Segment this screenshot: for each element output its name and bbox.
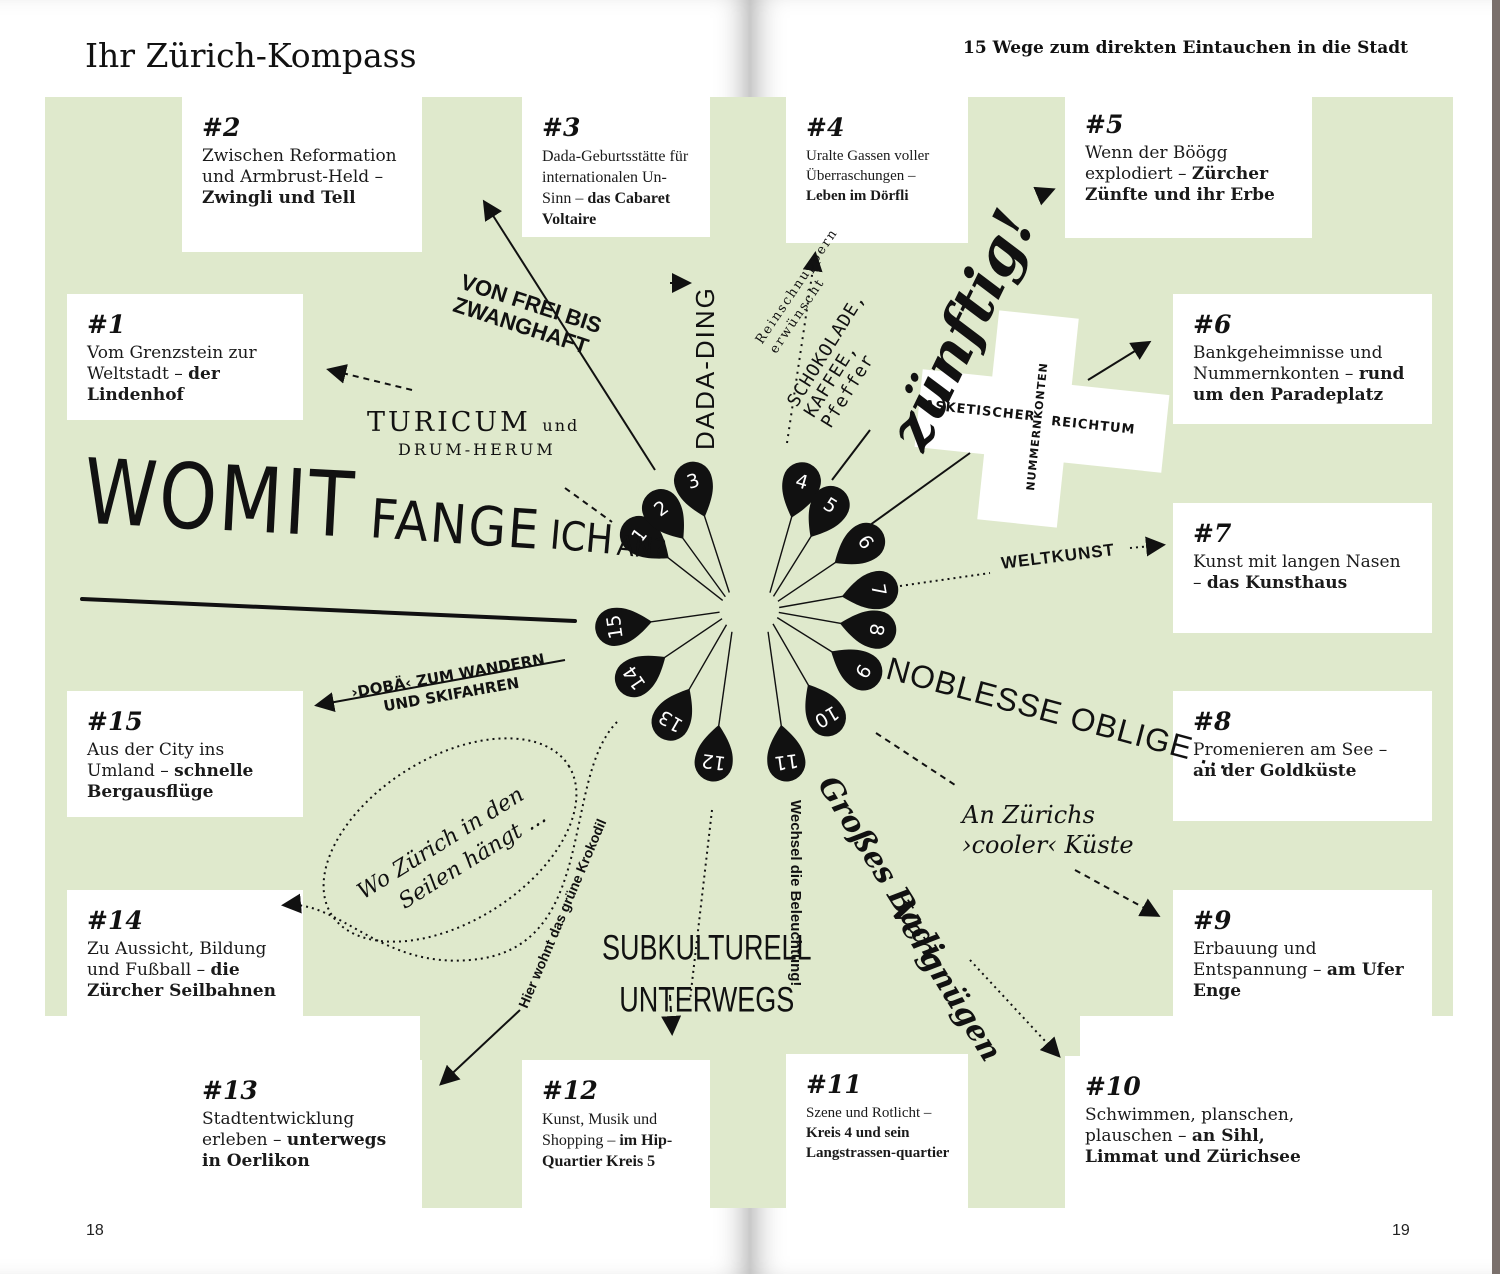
pin-13: 13	[651, 688, 693, 741]
pin-spoke	[716, 631, 733, 739]
pin-10: 10	[805, 684, 846, 737]
label-dada-ding: DADA-DING	[690, 286, 720, 450]
page-number-left: 18	[86, 1222, 104, 1239]
pin-9: 9	[831, 649, 883, 691]
pin-3: 3	[674, 461, 713, 517]
pin-spoke	[769, 504, 796, 593]
pin-15: 15	[595, 607, 652, 646]
entry-card-1: #1 Vom Grenzstein zur Weltstadt – der Li…	[67, 294, 303, 420]
entry-card-7: #7 Kunst mit langen Nasen – das Kunsthau…	[1173, 503, 1432, 633]
entry-card-9: #9 Erbauung und Entspannung – am Ufer En…	[1173, 890, 1432, 1016]
entry-card-14: #14 Zu Aussicht, Bildung und Fußball – d…	[67, 890, 303, 1016]
entry-card-3: #3 Dada-Geburtsstätte für internationale…	[522, 97, 710, 237]
pin-8: 8	[839, 610, 897, 649]
pin-spoke	[681, 624, 728, 702]
pin-spoke	[674, 527, 726, 598]
label-subkulturell: SUBKULTURELL UNTERWEGS	[602, 928, 812, 1020]
pin-2: 2	[641, 489, 684, 539]
entry-card-6: #6 Bankgeheimnisse und Nummernkonten – r…	[1173, 294, 1432, 424]
pin-14: 14	[614, 655, 666, 698]
pin-label: 7	[866, 582, 890, 598]
entry-card-12: #12 Kunst, Musik und Shopping – im Hip-Q…	[522, 1060, 710, 1208]
pin-spoke	[772, 524, 819, 597]
page-number-right: 19	[1392, 1222, 1410, 1239]
pin-5: 5	[808, 485, 850, 538]
pin-4: 4	[782, 462, 821, 518]
pin-label: 12	[700, 749, 727, 774]
entry-card-4: #4 Uralte Gassen voller Überraschungen –…	[786, 97, 968, 243]
entry-card-13: #13 Stadtentwicklung erleben – unterwegs…	[182, 1060, 422, 1208]
label-an-zuerichs: An Zürichs ›cooler‹ Küste	[962, 801, 1134, 859]
pin-6: 6	[834, 522, 886, 565]
pin-label: 4	[793, 470, 811, 494]
pin-label: 8	[864, 622, 888, 638]
entry-card-5: #5 Wenn der Böögg explodiert – Zürcher Z…	[1065, 94, 1312, 238]
pin-label: 15	[603, 613, 628, 640]
entry-card-8: #8 Promenieren am See – an der Goldküste	[1173, 691, 1432, 821]
pin-spoke	[772, 623, 816, 697]
page-subtitle: 15 Wege zum direkten Eintauchen in die S…	[963, 38, 1408, 58]
page-title: Ihr Zürich-Kompass	[85, 36, 417, 75]
pin-12: 12	[694, 724, 733, 782]
pin-spoke	[699, 503, 730, 593]
pin-7: 7	[841, 570, 899, 610]
entry-card-11: #11 Szene und Rotlicht – Kreis 4 und sei…	[786, 1054, 968, 1208]
entry-card-2: #2 Zwischen Reformation und Armbrust-Hel…	[182, 97, 422, 252]
pin-label: 11	[773, 749, 800, 774]
entry-card-15: #15 Aus der City ins Umland – schnelle B…	[67, 691, 303, 817]
label-drum-herum: DRUM-HERUM	[398, 440, 556, 459]
pin-spoke	[767, 631, 784, 739]
main-title: WOMIT FANGE ICH AN?	[81, 440, 668, 567]
entry-card-10: #10 Schwimmen, planschen, plauschen – an…	[1065, 1056, 1327, 1208]
pin-11: 11	[767, 724, 806, 782]
label-turicum: TURICUM und	[367, 407, 580, 438]
